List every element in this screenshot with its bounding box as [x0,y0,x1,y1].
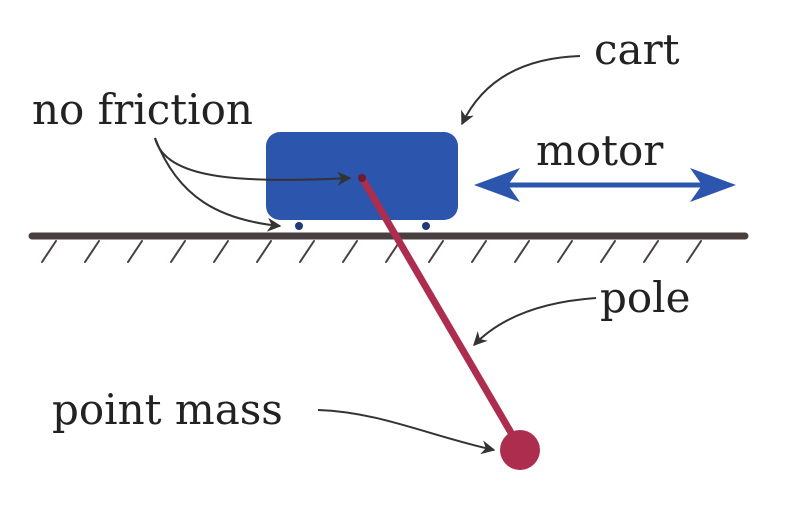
no-friction-label: no friction [32,85,253,134]
ground-hatch-mark [686,240,702,263]
ground-hatching [41,240,702,263]
ground-hatch-mark [514,240,530,263]
ground-hatch-mark [213,240,229,263]
motor-label: motor [536,126,664,175]
ground-hatch-mark [170,240,186,263]
ground-hatch-mark [471,240,487,263]
pole-label: pole [600,273,690,322]
pole-pointer-arrow [473,297,597,347]
pole-pivot [358,174,366,182]
ground-hatch-mark [84,240,100,263]
cart-wheel-right [422,222,430,230]
ground-hatch-mark [643,240,659,263]
ground-hatch-mark [299,240,315,263]
ground-hatch-mark [428,240,444,263]
cart-wheel-left [295,222,303,230]
cart-pointer-arrow [461,55,581,126]
point-mass [500,430,540,470]
ground-hatch-mark [127,240,143,263]
ground-hatch-mark [256,240,272,263]
point-mass-pointer-arrow [317,409,496,455]
ground-hatch-mark [41,240,57,263]
ground-hatch-mark [342,240,358,263]
no-friction-wheel-arrow [154,137,282,232]
point-mass-label: point mass [52,385,283,434]
pole [358,174,524,452]
cart-label: cart [594,25,680,74]
motor-arrow [474,168,736,202]
ground-hatch-mark [557,240,573,263]
ground-hatch-mark [600,240,616,263]
